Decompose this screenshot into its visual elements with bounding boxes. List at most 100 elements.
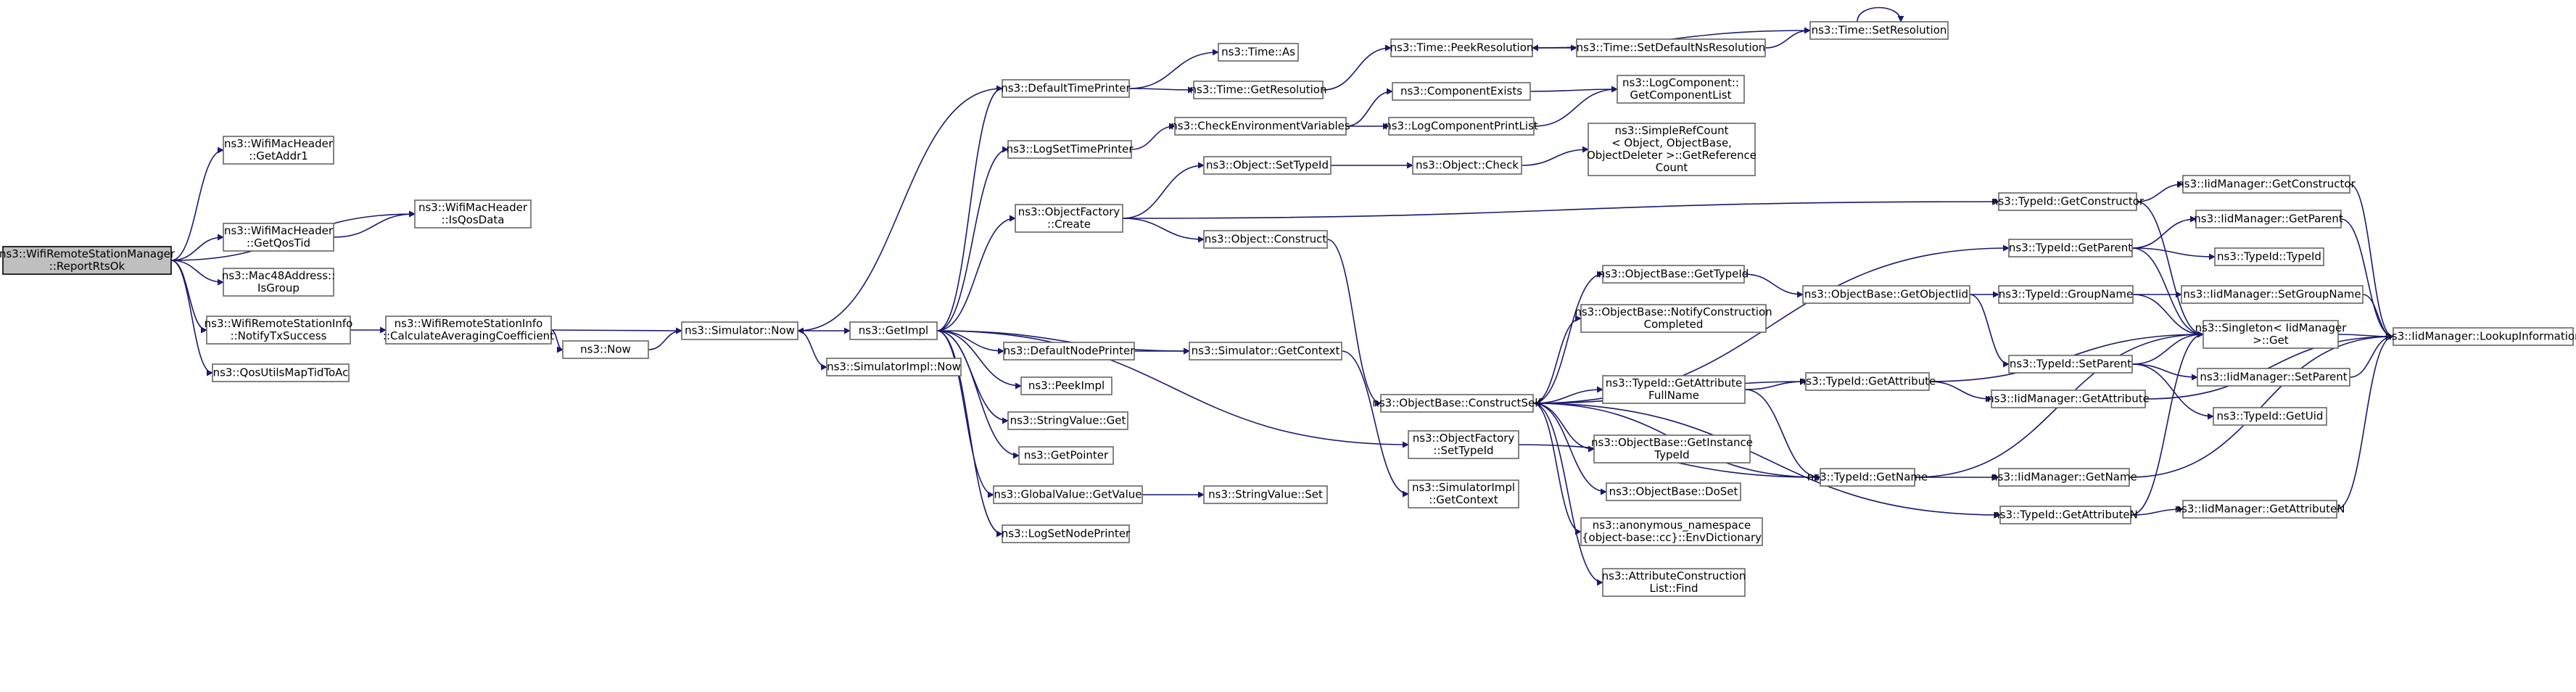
node-strvalset[interactable]: ns3::StringValue::Set	[1203, 485, 1328, 504]
node-box	[993, 485, 1143, 504]
node-obgettypeid[interactable]: ns3::ObjectBase::GetTypeId	[1598, 265, 1749, 284]
node-obgetobjtid[interactable]: ns3::ObjectBase::GetObjectIid	[1802, 285, 1970, 304]
node-getpointer[interactable]: ns3::GetPointer	[1018, 446, 1114, 465]
node-iidgetctor[interactable]: ns3::IidManager::GetConstructor	[2177, 175, 2356, 194]
node-notifytx[interactable]: ns3::WifiRemoteStationInfo::NotifyTxSucc…	[205, 316, 353, 345]
node-globalget[interactable]: ns3::GlobalValue::GetValue	[993, 485, 1143, 504]
edges-layer	[170, 7, 2394, 586]
node-objconstruct[interactable]: ns3::Object::Construct	[1203, 230, 1328, 249]
node-label: ns3::AttributeConstruction	[1602, 569, 1746, 582]
edge-getimpl-to-getpointer	[936, 330, 1020, 459]
edge-tidgetattrfull-to-tidgetname	[1744, 389, 1821, 481]
node-label: ::NotifyTxSuccess	[231, 329, 327, 342]
node-calcavg[interactable]: ns3::WifiRemoteStationInfo::CalculateAve…	[383, 316, 554, 345]
node-logsetnode[interactable]: ns3::LogSetNodePrinter	[1002, 524, 1131, 543]
node-tidsetparent[interactable]: ns3::TypeId::SetParent	[2008, 355, 2133, 374]
edge-deftimeprinter-to-timeas	[1128, 49, 1219, 89]
node-checkenv[interactable]: ns3::CheckEnvironmentVariables	[1171, 117, 1350, 136]
edge-constructself-to-obnotify	[1532, 315, 1582, 404]
node-label: GetComponentList	[1630, 88, 1731, 102]
node-setdefres[interactable]: ns3::Time::SetDefaultNsResolution	[1576, 38, 1766, 57]
node-setres[interactable]: ns3::Time::SetResolution	[1809, 21, 1949, 40]
node-getqostid[interactable]: ns3::WifiMacHeader::GetQosTid	[223, 223, 334, 252]
node-simimplgetctx[interactable]: ns3::SimulatorImpl::GetContext	[1408, 479, 1519, 508]
node-compexists[interactable]: ns3::ComponentExists	[1392, 82, 1531, 101]
node-obdoset[interactable]: ns3::ObjectBase::DoSet	[1606, 482, 1741, 501]
node-tidgetctor[interactable]: ns3::TypeId::GetConstructor	[1991, 192, 2144, 211]
node-simnow[interactable]: ns3::Simulator::Now	[681, 321, 798, 340]
node-label: ns3::Time::As	[1221, 46, 1295, 59]
node-objfactcreate[interactable]: ns3::ObjectFactory::Create	[1015, 204, 1123, 233]
node-singleton[interactable]: ns3::Singleton< IidManager>::Get	[2195, 320, 2348, 349]
node-iidsetgroup[interactable]: ns3::IidManager::SetGroupName	[2181, 285, 2364, 304]
node-refcount[interactable]: ns3::SimpleRefCount< Object, ObjectBase,…	[1587, 123, 1756, 176]
node-tidgetname[interactable]: ns3::TypeId::GetName	[1807, 468, 1928, 487]
node-root[interactable]: ns3::WifiRemoteStationManager::ReportRts…	[0, 246, 176, 275]
node-label: ObjectDeleter >::GetReference	[1587, 149, 1756, 162]
node-logsettime[interactable]: ns3::LogSetTimePrinter	[1006, 140, 1134, 159]
node-iidlookup[interactable]: ns3::IidManager::LookupInformation	[2385, 327, 2576, 346]
node-box	[1390, 38, 1533, 57]
node-box	[2008, 355, 2133, 374]
node-timegetres[interactable]: ns3::Time::GetResolution	[1190, 81, 1327, 99]
node-box	[1412, 156, 1522, 175]
node-now[interactable]: ns3::Now	[562, 340, 649, 359]
node-tidgetuid[interactable]: ns3::TypeId::GetUid	[2213, 407, 2327, 426]
node-label: ns3::WifiMacHeader	[418, 201, 528, 214]
node-peekres[interactable]: ns3::Time::PeekResolution	[1390, 38, 1534, 57]
node-tidgetattr[interactable]: ns3::TypeId::GetAttribute	[1799, 372, 1936, 391]
node-iidsetparent[interactable]: ns3::IidManager::SetParent	[2197, 368, 2350, 387]
edge-iidgetparent-to-iidlookup	[2340, 218, 2394, 340]
node-isgroup[interactable]: ns3::Mac48Address::IsGroup	[222, 268, 335, 297]
node-defnodeprinter[interactable]: ns3::DefaultNodePrinter	[1003, 342, 1136, 361]
node-tidgetattrn[interactable]: ns3::TypeId::GetAttributeN	[1993, 506, 2138, 524]
node-simgetctx[interactable]: ns3::Simulator::GetContext	[1189, 342, 1342, 361]
node-box	[562, 340, 649, 359]
node-obnotify[interactable]: ns3::ObjectBase::NotifyConstructionCompl…	[1574, 304, 1772, 333]
node-objcheck[interactable]: ns3::Object::Check	[1412, 156, 1522, 175]
node-iidgetattr[interactable]: ns3::IidManager::GetAttribute	[1987, 390, 2150, 408]
node-getimpl[interactable]: ns3::GetImpl	[849, 321, 938, 340]
edge-getqostid-to-isqosdata	[333, 210, 416, 238]
node-strvalget[interactable]: ns3::StringValue::Get	[1007, 411, 1128, 430]
node-label: ::GetQosTid	[247, 236, 310, 250]
node-iidgetattrn[interactable]: ns3::IidManager::GetAttributeN	[2175, 500, 2345, 519]
node-envdict[interactable]: ns3::anonymous_namespace{object-base::cc…	[1580, 517, 1763, 546]
node-label: ns3::GetImpl	[859, 324, 928, 337]
node-logcomplist[interactable]: ns3::LogComponent::GetComponentList	[1617, 75, 1745, 104]
node-logcompprint[interactable]: ns3::LogComponentPrintList	[1384, 117, 1538, 136]
edge-getimpl-to-deftimeprinter	[936, 85, 1003, 331]
node-label: ns3::TypeId::GetName	[1807, 471, 1928, 484]
edge-tidsetparent-to-iidsetparent	[2131, 363, 2198, 381]
node-tidgetparent[interactable]: ns3::TypeId::GetParent	[2008, 239, 2133, 258]
node-tidtypeid[interactable]: ns3::TypeId::TypeId	[2214, 247, 2324, 266]
node-objsettypeid[interactable]: ns3::Object::SetTypeId	[1203, 156, 1332, 175]
node-qosutils[interactable]: ns3::QosUtilsMapTidToAc	[212, 363, 350, 382]
node-label: ns3::Time::GetResolution	[1190, 83, 1327, 96]
edge-getimpl-to-objfactsettype	[936, 330, 1409, 448]
edge-calcavg-to-simnow	[550, 327, 682, 334]
edge-constructself-to-obdoset	[1532, 403, 1607, 495]
node-objfactsettype[interactable]: ns3::ObjectFactory::SetTypeId	[1408, 430, 1519, 459]
node-iidgetname[interactable]: ns3::IidManager::GetName	[1991, 468, 2137, 487]
node-box	[1388, 117, 1535, 136]
node-isqosdata[interactable]: ns3::WifiMacHeader::IsQosData	[414, 199, 532, 228]
node-simimplnow[interactable]: ns3::SimulatorImpl::Now	[826, 358, 962, 376]
edge-timegetres-to-peekres	[1322, 44, 1392, 91]
edge-obgetobjtid-to-tidsetparent	[1969, 294, 2010, 368]
node-box	[1002, 79, 1130, 98]
node-peekimpl[interactable]: ns3::PeekImpl	[1020, 376, 1112, 395]
node-deftimeprinter[interactable]: ns3::DefaultTimePrinter	[1001, 79, 1131, 98]
node-iidgetparent[interactable]: ns3::IidManager::GetParent	[2194, 210, 2343, 228]
node-label: TypeId	[1654, 448, 1689, 461]
node-label: ns3::TypeId::SetParent	[2010, 358, 2131, 371]
node-getaddr1[interactable]: ns3::WifiMacHeader::GetAddr1	[223, 136, 334, 165]
node-timeas[interactable]: ns3::Time::As	[1218, 43, 1299, 62]
node-constructself[interactable]: ns3::ObjectBase::ConstructSelf	[1372, 394, 1542, 413]
edge-checkenv-to-compexists	[1345, 88, 1393, 127]
node-tidgetgroup[interactable]: ns3::TypeId::GroupName	[1998, 285, 2134, 304]
edge-constructself-to-obgettypeid	[1532, 271, 1603, 404]
